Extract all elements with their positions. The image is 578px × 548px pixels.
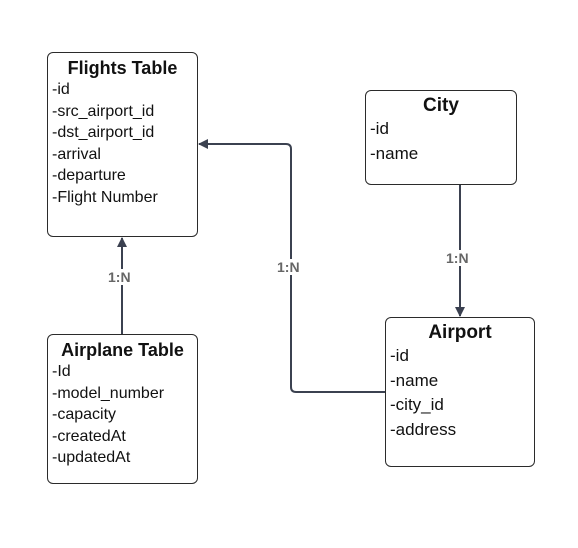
attribute: -departure bbox=[52, 167, 126, 184]
attribute: -capacity bbox=[52, 406, 117, 423]
attribute: -src_airport_id bbox=[52, 102, 155, 120]
attribute: -id bbox=[390, 346, 409, 365]
entity-title: Airport bbox=[428, 322, 492, 343]
airplane-table-entity[interactable]: Airplane Table -Id -model_number -capaci… bbox=[47, 334, 198, 484]
attribute: -city_id bbox=[390, 395, 444, 414]
attribute: -dst_airport_id bbox=[52, 124, 155, 141]
cardinality-label-city-airport: 1:N bbox=[445, 250, 470, 266]
attribute-list: -id -name bbox=[366, 117, 516, 166]
attribute: -Flight Number bbox=[52, 188, 158, 206]
entity-title: Airplane Table bbox=[61, 340, 184, 360]
attribute: -address bbox=[390, 419, 457, 439]
city-entity[interactable]: City -id -name bbox=[365, 90, 517, 185]
cardinality-label-airplane-flights: 1:N bbox=[107, 269, 132, 285]
flights-table-entity[interactable]: Flights Table -id -src_airport_id -dst_a… bbox=[47, 52, 198, 237]
attribute-list: -id -name -city_id -address bbox=[386, 344, 534, 442]
attribute: -Id bbox=[52, 363, 71, 380]
attribute: -updatedAt bbox=[52, 449, 131, 466]
attribute-list: -id -src_airport_id -dst_airport_id -arr… bbox=[48, 79, 197, 208]
cardinality-label-airport-flights: 1:N bbox=[276, 259, 301, 275]
entity-title: Flights Table bbox=[67, 58, 178, 78]
airport-entity[interactable]: Airport -id -name -city_id -address bbox=[385, 317, 535, 467]
attribute: -name bbox=[370, 143, 419, 163]
attribute-list: -Id -model_number -capacity -createdAt -… bbox=[48, 361, 197, 469]
attribute: -id bbox=[370, 119, 389, 138]
attribute: -id bbox=[52, 81, 70, 98]
entity-title: City bbox=[423, 95, 459, 116]
attribute: -createdAt bbox=[52, 427, 126, 445]
attribute: -model_number bbox=[52, 384, 165, 402]
attribute: -name bbox=[390, 370, 439, 390]
attribute: -arrival bbox=[52, 145, 101, 163]
